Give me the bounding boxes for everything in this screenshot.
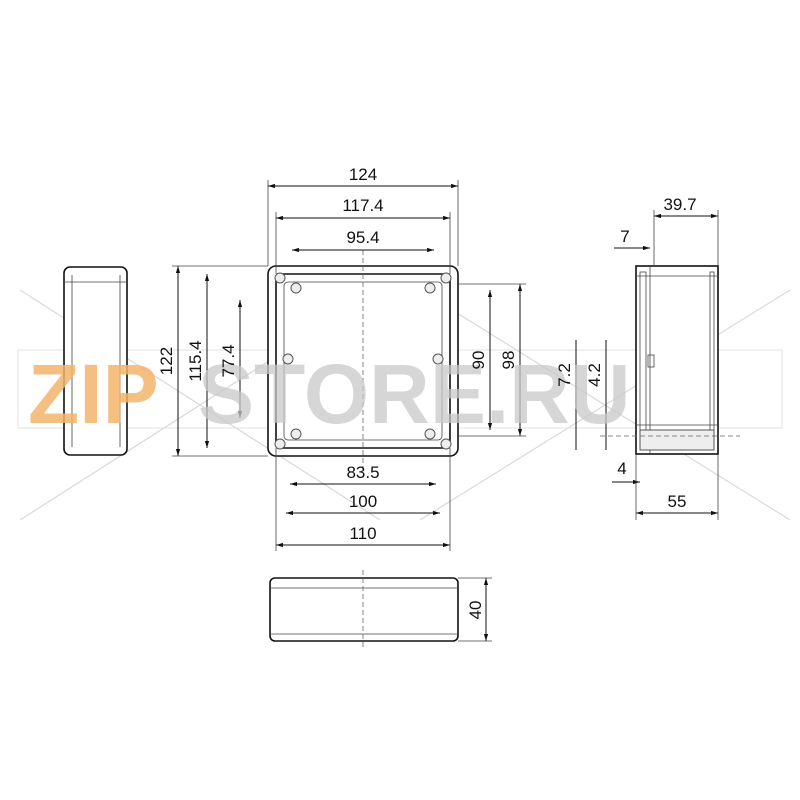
right-side-view: [600, 265, 740, 455]
dimension-labels: 124 117.4 95.4 122 115.4 77.4 90 98 7.2 …: [157, 165, 697, 619]
dim-100: 100: [349, 492, 377, 511]
bottom-view: [269, 570, 459, 650]
mount-hole-left: [282, 353, 294, 365]
dim-7-2: 7.2: [555, 363, 574, 387]
dim-115-4: 115.4: [186, 340, 205, 381]
dim-95-4: 95.4: [346, 228, 379, 247]
front-view: [267, 250, 459, 470]
dim-122: 122: [157, 347, 176, 375]
watermark-zip: ZIP: [28, 347, 159, 441]
dim-124: 124: [349, 165, 377, 184]
dim-55: 55: [668, 492, 687, 511]
dim-7: 7: [620, 227, 629, 246]
left-side-view: [63, 266, 128, 456]
corner-screw-tr: [424, 272, 452, 294]
mount-hole-right: [432, 353, 444, 365]
watermark-rest: STORE.RU: [198, 347, 631, 441]
corner-screw-bl: [274, 428, 302, 450]
dim-117-4: 117.4: [342, 196, 383, 215]
dimension-lines: [172, 180, 719, 642]
dim-90: 90: [469, 351, 488, 370]
dim-98: 98: [499, 351, 518, 370]
corner-screw-br: [424, 428, 452, 450]
corner-screw-tl: [274, 272, 302, 294]
watermark: ZIP STORE.RU: [28, 347, 631, 441]
dim-39-7: 39.7: [663, 195, 696, 214]
dim-83-5: 83.5: [346, 463, 379, 482]
dim-4: 4: [617, 459, 626, 478]
dim-4-2: 4.2: [585, 363, 604, 387]
dim-110: 110: [349, 524, 376, 543]
dim-77-4: 77.4: [219, 344, 238, 377]
dim-40: 40: [466, 601, 485, 620]
